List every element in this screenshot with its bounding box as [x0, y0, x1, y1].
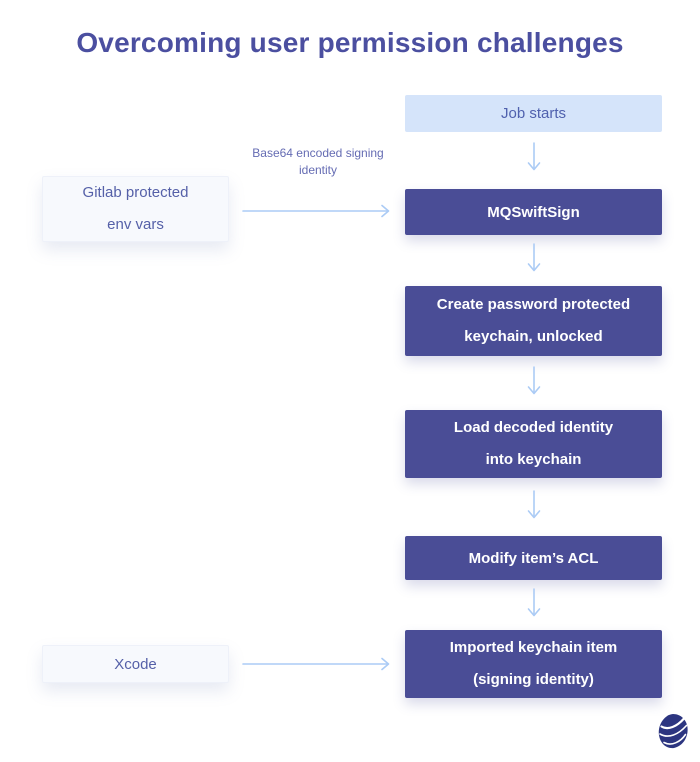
arrow-right-icon	[242, 657, 396, 671]
node-load-identity-line2: into keychain	[485, 451, 582, 468]
node-xcode-label: Xcode	[114, 655, 157, 673]
arrow-down-icon	[526, 588, 542, 622]
node-imported-item: Imported keychain item (signing identity…	[405, 630, 662, 698]
arrow-down-icon	[526, 490, 542, 524]
node-gitlab-line1: Gitlab protected	[82, 184, 189, 201]
node-xcode: Xcode	[42, 645, 229, 683]
arrow-down-icon	[526, 366, 542, 400]
node-imported-item-line2: (signing identity)	[473, 671, 594, 688]
arrow-right-icon	[242, 204, 396, 218]
edge-label-base64: Base64 encoded signing identity	[245, 145, 391, 179]
node-gitlab-line2: env vars	[107, 216, 164, 233]
node-job-starts-label: Job starts	[500, 105, 567, 122]
arrow-down-icon	[526, 243, 542, 277]
arrow-down-icon	[526, 142, 542, 176]
node-job-starts: Job starts	[405, 95, 662, 132]
node-load-identity: Load decoded identity into keychain	[405, 410, 662, 478]
edge-label-base64-line1: Base64 encoded	[252, 146, 343, 160]
edge-label-base64-line2: signing identity	[298, 146, 384, 177]
node-load-identity-line1: Load decoded identity	[453, 419, 614, 436]
node-mqswiftsign-label: MQSwiftSign	[487, 203, 580, 221]
node-create-keychain: Create password protected keychain, unlo…	[405, 286, 662, 356]
node-modify-acl: Modify item’s ACL	[405, 536, 662, 580]
node-modify-acl-label: Modify item’s ACL	[468, 549, 599, 567]
page-title: Overcoming user permission challenges	[76, 27, 624, 58]
node-gitlab-env-vars: Gitlab protected env vars	[42, 176, 229, 242]
node-create-keychain-line1: Create password protected	[436, 296, 631, 313]
swiftable-logo-icon	[657, 712, 689, 750]
node-create-keychain-line2: keychain, unlocked	[464, 328, 603, 345]
node-imported-item-line1: Imported keychain item	[449, 639, 618, 656]
node-mqswiftsign: MQSwiftSign	[405, 189, 662, 235]
